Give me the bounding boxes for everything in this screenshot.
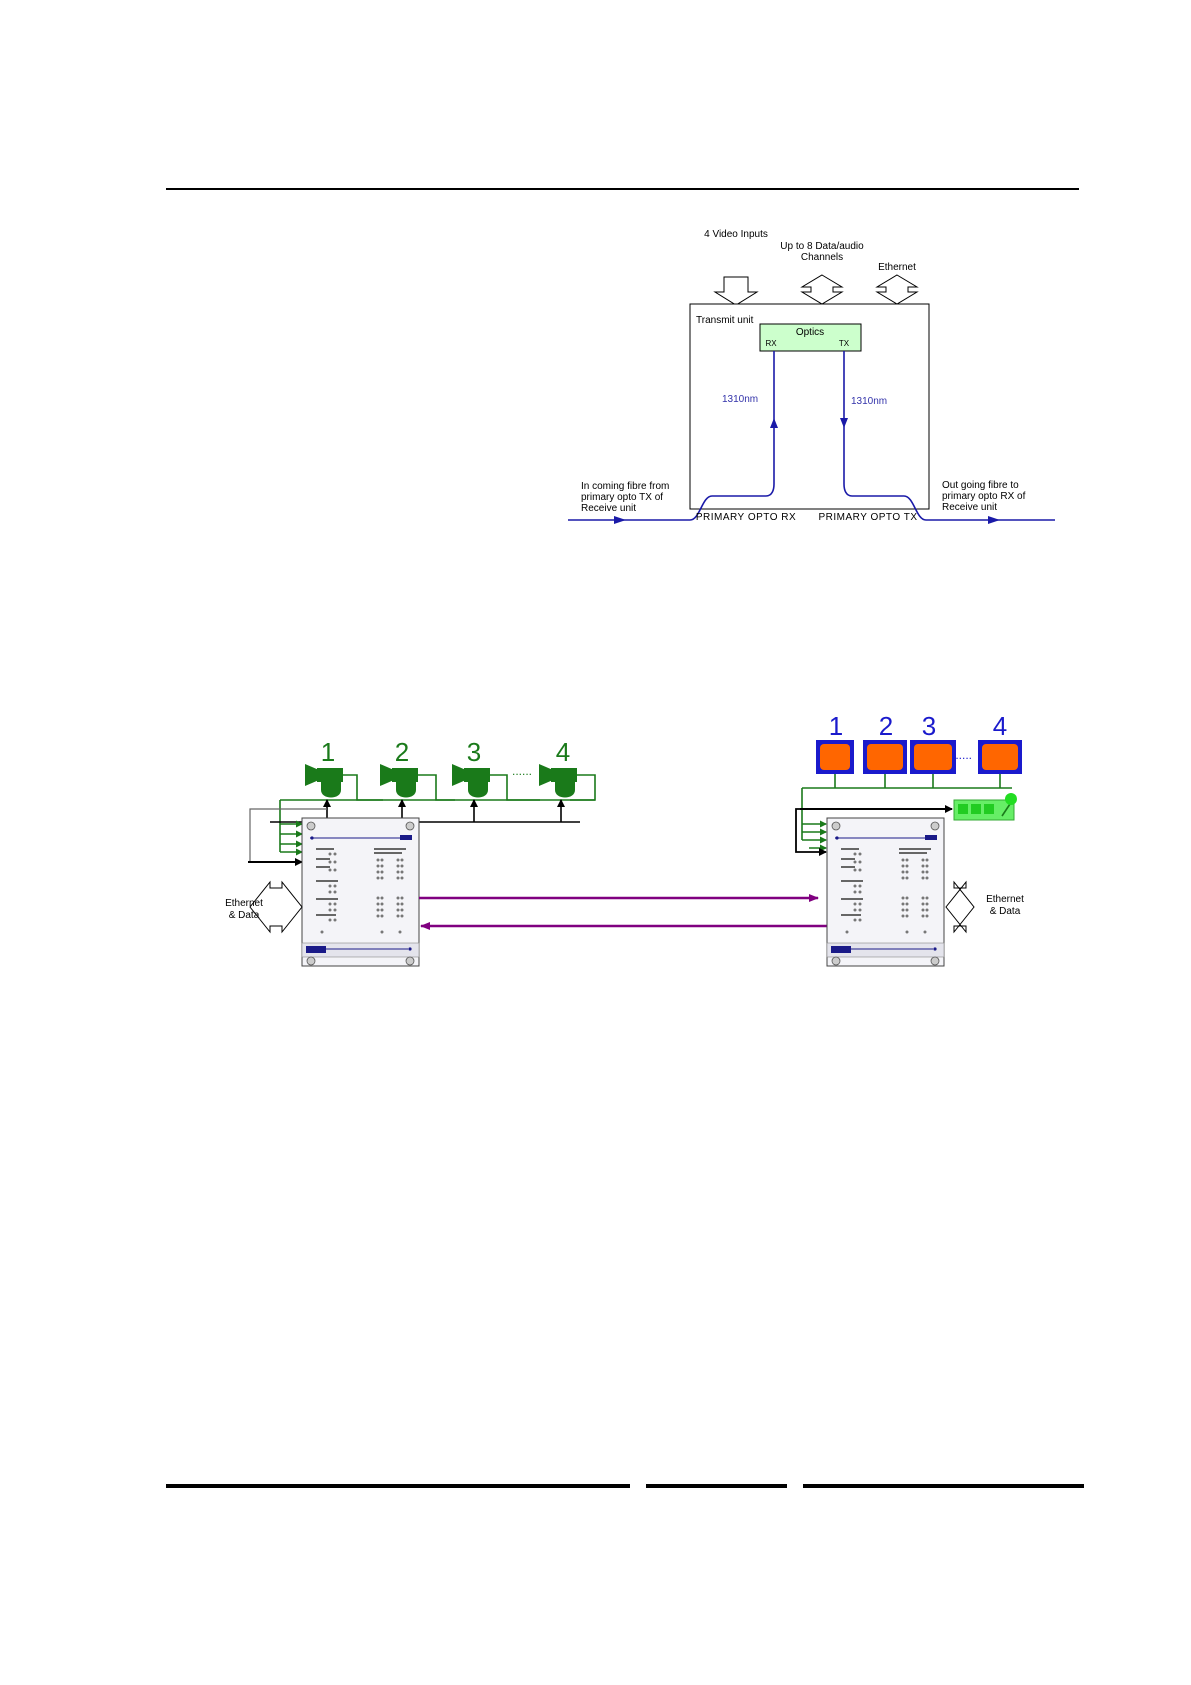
label-wavelength-right: 1310nm [851, 396, 887, 407]
label-ethernet-left-line2: & Data [229, 910, 260, 921]
camera-3-icon [452, 764, 490, 798]
footer-rule-right [803, 1484, 1084, 1488]
label-data-audio-line1: Up to 8 Data/audio [780, 241, 864, 252]
label-primary-opto-rx: PRIMARY OPTO RX [696, 512, 796, 523]
monitor-number-4: 4 [993, 711, 1007, 741]
label-transmit-unit: Transmit unit [696, 315, 754, 326]
label-ethernet-right-line1: Ethernet [986, 894, 1024, 905]
monitor-2-icon [863, 740, 907, 774]
monitor-number-1: 1 [829, 711, 843, 741]
monitor-4-icon [978, 740, 1022, 774]
keypad-controller-icon [954, 793, 1017, 820]
label-outgoing-line2: primary opto RX of [942, 491, 1026, 502]
label-wavelength-left: 1310nm [722, 394, 758, 405]
optics-diagram: 4 Video Inputs Up to 8 Data/audio Channe… [0, 0, 1191, 560]
label-rx: RX [765, 339, 777, 348]
monitor-3-icon [910, 740, 956, 774]
outgoing-fibre-arrow [988, 516, 1000, 524]
camera-2-icon [380, 764, 418, 798]
camera-number-1: 1 [321, 737, 335, 767]
label-outgoing-line3: Receive unit [942, 502, 997, 513]
data-audio-arrow [802, 275, 842, 304]
camera-number-2: 2 [395, 737, 409, 767]
label-data-audio-line2: Channels [801, 252, 843, 263]
ethernet-arrow [877, 275, 917, 304]
label-incoming-line3: Receive unit [581, 503, 636, 514]
left-unit-inputs [280, 824, 302, 852]
label-video-inputs: 4 Video Inputs [704, 229, 768, 240]
label-primary-opto-tx: PRIMARY OPTO TX [818, 512, 917, 523]
right-feedback-loop [796, 809, 826, 852]
label-ethernet: Ethernet [878, 262, 916, 273]
camera-ellipsis: ...... [512, 764, 532, 778]
label-tx: TX [839, 339, 850, 348]
incoming-fibre-arrow [614, 516, 626, 524]
footer-rule-middle [646, 1484, 787, 1488]
monitor-number-2: 2 [879, 711, 893, 741]
camera-4-icon [539, 764, 577, 798]
transmit-unit-panel [302, 818, 419, 966]
camera-1-icon [305, 764, 343, 798]
system-diagram: 1 2 3 4 ...... [0, 690, 1191, 990]
receive-unit-panel [827, 818, 944, 966]
footer-rule-left [166, 1484, 630, 1488]
monitor-number-3: 3 [922, 711, 936, 741]
video-inputs-arrow [715, 277, 757, 305]
label-ethernet-left-line1: Ethernet [225, 898, 263, 909]
label-incoming-line2: primary opto TX of [581, 492, 663, 503]
label-incoming-line1: In coming fibre from [581, 481, 669, 492]
camera-number-3: 3 [467, 737, 481, 767]
label-ethernet-right-line2: & Data [990, 906, 1021, 917]
camera-number-4: 4 [556, 737, 570, 767]
ethernet-data-right-arrow [946, 882, 974, 932]
label-outgoing-line1: Out going fibre to [942, 480, 1019, 491]
monitor-1-icon [816, 740, 854, 774]
label-optics: Optics [796, 327, 824, 338]
